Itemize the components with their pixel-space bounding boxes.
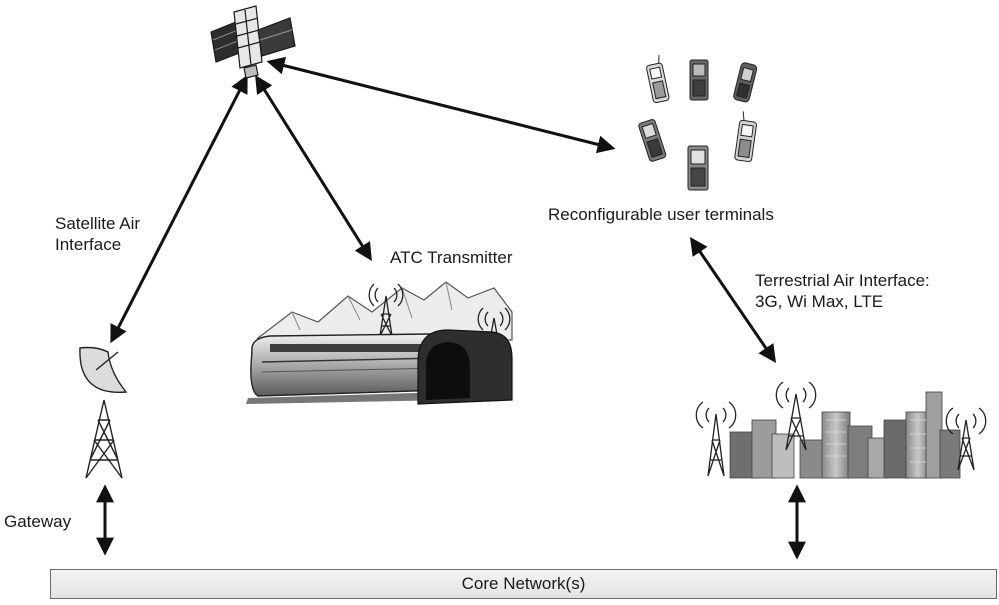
- terminals-to-city-arrow: [689, 237, 777, 363]
- mobile-phone-icon: [687, 145, 709, 191]
- satellite-to-gateway-arrow: [110, 74, 248, 344]
- reconfigurable-terminals-label: Reconfigurable user terminals: [548, 205, 774, 224]
- core-network-bar: Core Network(s): [50, 569, 997, 599]
- satellite-to-terminals-arrow: [266, 56, 616, 154]
- mobile-phone-icon: [734, 111, 757, 163]
- cell-tower-icon: [945, 407, 987, 471]
- atc-scene: [246, 281, 513, 405]
- mobile-phone-icon: [733, 62, 758, 103]
- tunnel-icon: [417, 329, 513, 405]
- user-terminals: [638, 55, 758, 191]
- atc-transmitter-label: ATC Transmitter: [390, 248, 513, 267]
- train-icon: [246, 333, 450, 404]
- terrestrial-line2: 3G, Wi Max, LTE: [755, 292, 884, 311]
- core-network-label: Core Network(s): [461, 574, 586, 593]
- mobile-phone-icon: [689, 59, 709, 101]
- terrestrial-air-interface-label: Terrestrial Air Interface: 3G, Wi Max, L…: [755, 270, 930, 312]
- satellite-to-atc-arrow: [255, 74, 372, 262]
- cell-tower-icon: [695, 401, 737, 477]
- gateway-label: Gateway: [4, 512, 72, 531]
- mobile-phone-icon: [646, 55, 670, 104]
- city-skyline-icon: [729, 391, 961, 479]
- link-arrows: [96, 56, 806, 560]
- satellite-air-interface-line1: Satellite Air: [55, 214, 141, 233]
- satellite-icon: [210, 5, 296, 79]
- satellite-dish-icon: [79, 346, 128, 479]
- mobile-phone-icon: [638, 119, 667, 162]
- cell-tower-icon: [368, 283, 404, 337]
- satellite-air-interface-line2: Interface: [55, 235, 122, 254]
- mountains-icon: [256, 281, 513, 341]
- terrestrial-line1: Terrestrial Air Interface:: [755, 271, 930, 290]
- satellite-air-interface-label: Satellite Air Interface: [55, 213, 140, 255]
- cell-tower-icon: [775, 381, 817, 451]
